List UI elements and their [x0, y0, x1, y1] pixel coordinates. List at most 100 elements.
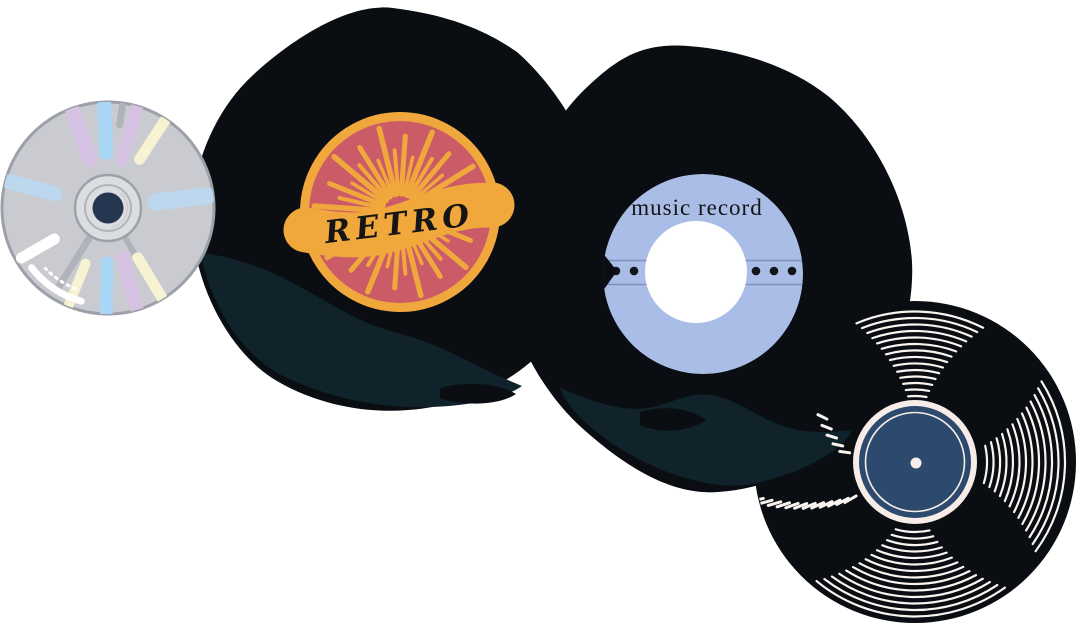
groove-arc	[988, 441, 995, 489]
groove-arc	[1031, 387, 1060, 546]
groove-arc	[1008, 423, 1021, 508]
sunburst-ray	[350, 181, 387, 205]
cd-streak	[132, 252, 168, 303]
groove-arc	[1003, 428, 1015, 503]
groove-tick	[793, 502, 809, 510]
cd-streak	[115, 250, 144, 314]
groove-arc	[871, 329, 968, 343]
groove-tick	[825, 433, 839, 440]
groove-arc	[894, 528, 931, 534]
cd-streak	[116, 102, 126, 129]
groove-arc	[1025, 400, 1047, 532]
cd-streak	[15, 233, 60, 264]
groove-arc	[1013, 417, 1028, 514]
groove-arc	[860, 316, 979, 334]
groove-arc	[902, 381, 934, 387]
groove-tick	[838, 449, 852, 455]
sunburst-ray	[403, 129, 435, 199]
groove-arc	[851, 566, 971, 586]
hub-inner-ring	[84, 184, 132, 232]
hub-sheen-arc	[111, 192, 129, 228]
groove-arc	[880, 342, 958, 353]
sunburst-ray	[407, 156, 434, 199]
label-dot	[769, 266, 779, 276]
groove-arc	[823, 577, 999, 612]
groove-tick	[843, 494, 858, 504]
groove-arc	[815, 579, 1006, 618]
music-record-label: music record	[603, 174, 803, 374]
groove-tick	[766, 500, 783, 507]
sunburst-ray	[357, 145, 393, 200]
sunburst-ray	[376, 125, 399, 198]
sheen-dark-smudge	[440, 383, 516, 404]
sheen-dark-smudge	[640, 408, 706, 431]
cd-streak	[2, 174, 63, 202]
groove-arc	[1021, 406, 1041, 526]
groove-arc	[892, 362, 945, 369]
sunburst-ray	[392, 148, 401, 197]
groove-arc	[864, 558, 959, 573]
groove-tick	[820, 423, 833, 431]
cd-iridescent-streaks	[2, 102, 214, 314]
groove-tick	[818, 500, 834, 509]
groove-arc	[890, 533, 935, 540]
cd-streak	[97, 102, 114, 161]
groove-tick	[757, 498, 774, 506]
label-edge-notch	[603, 252, 617, 292]
groove-arc	[899, 375, 937, 381]
label-dot	[629, 266, 639, 276]
label-center-hole	[645, 221, 747, 323]
groove-arc	[866, 323, 973, 338]
groove-arc	[1017, 412, 1034, 519]
sunburst-ray	[311, 203, 385, 214]
sunburst-ray	[337, 196, 385, 210]
groove-tick	[816, 413, 829, 421]
sketch-record-label	[853, 400, 977, 524]
groove-tick	[831, 442, 845, 448]
groove-arc	[830, 575, 991, 605]
groove-arc	[838, 572, 984, 599]
groove-arc	[982, 444, 989, 485]
groove-arc	[993, 437, 1002, 493]
retro-banner-ribbon	[283, 182, 515, 258]
cd-center-hole	[92, 192, 124, 224]
groove-tick	[827, 498, 842, 508]
cd-streak	[147, 187, 214, 211]
groove-arc	[881, 544, 943, 553]
sunburst-ray	[331, 153, 389, 204]
groove-arc	[904, 388, 931, 393]
groove-arc	[884, 349, 953, 358]
groove-arc	[1028, 393, 1054, 539]
label-dot	[787, 266, 797, 276]
groove-arc	[845, 569, 978, 592]
groove-tick	[801, 501, 817, 510]
compact-disc	[0, 100, 216, 316]
cd-highlight-crescent	[28, 264, 85, 305]
groove-tick	[835, 496, 850, 506]
cd-dotted-arc	[43, 266, 77, 291]
sunburst-ray	[398, 133, 408, 197]
sunburst-ray	[402, 155, 415, 197]
vinyl-sheen	[560, 388, 852, 486]
sunburst-ray	[411, 173, 445, 202]
sunburst-ray	[327, 181, 386, 208]
groove-arc	[858, 562, 965, 579]
cd-streak	[99, 256, 114, 314]
groove-tick	[775, 501, 791, 509]
groove-arc	[896, 368, 941, 375]
groove-arc	[1034, 380, 1067, 553]
groove-tick	[810, 501, 826, 510]
cd-streak	[64, 102, 98, 167]
vinyl-sheen	[200, 252, 522, 408]
groove-arc	[888, 355, 949, 364]
groove-arc	[876, 336, 963, 348]
cd-streak	[115, 102, 144, 167]
groove-arc	[907, 394, 928, 399]
music-label-text: music record	[631, 195, 762, 220]
groove-arc	[855, 310, 985, 329]
sunburst-ray	[357, 163, 391, 201]
label-inner-ring	[864, 411, 966, 513]
groove-tick	[784, 501, 800, 510]
